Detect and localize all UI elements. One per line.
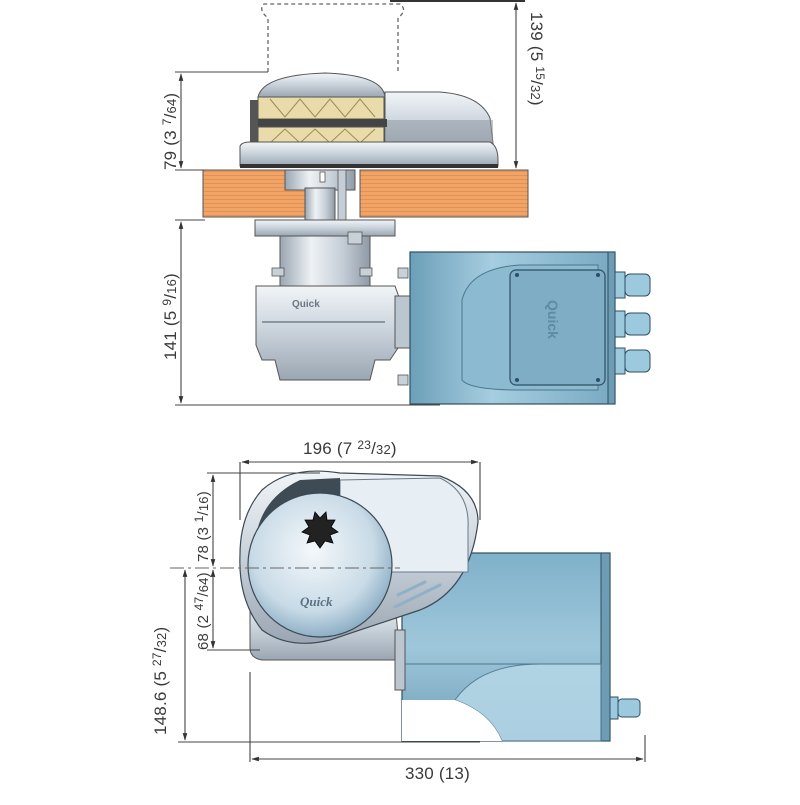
dim-value: 139 [527, 12, 546, 41]
dim-label-139: 139 (5 15/32) [527, 12, 547, 106]
dim-whole: 5 [151, 671, 170, 681]
quick-logo-drum: Quick [300, 594, 333, 609]
gypsy-divider [252, 119, 387, 127]
below-deck-flange [254, 219, 396, 237]
dim-whole: 7 [342, 439, 353, 458]
terminal-box [509, 269, 606, 386]
dim-value: 141 [161, 331, 180, 360]
dim-value: 68 [195, 632, 212, 650]
dim-label-79: 79 (3 7/64) [160, 92, 180, 170]
motor-bolts [397, 267, 409, 386]
dim-whole: 13 [444, 764, 465, 783]
dim-frac-den: 64 [164, 98, 179, 114]
top-cap [257, 72, 386, 98]
dim-value: 148.6 [151, 691, 170, 735]
quick-logo-gearbox: Quick [292, 299, 320, 310]
spline-socket-icon [301, 511, 339, 549]
dim-frac-num: 27 [150, 652, 164, 667]
gearbox [255, 285, 401, 381]
side-dimension-lines [175, 2, 519, 406]
quick-logo-motor: Quick [545, 300, 561, 339]
dim-frac-den: 16 [164, 278, 179, 294]
side-view: Quick Quick [175, 0, 651, 406]
base-plate [239, 141, 499, 167]
dim-whole: 3 [195, 526, 212, 536]
dim-whole: 5 [527, 51, 546, 62]
top-dimension-lines [178, 459, 646, 762]
dim-frac-num: 7 [160, 118, 174, 126]
top-drum [247, 492, 393, 638]
dim-frac-den: 32 [376, 442, 391, 457]
gypsy-teeth [269, 98, 376, 144]
dim-value: 79 [161, 150, 180, 170]
dim-frac-num: 47 [192, 596, 206, 611]
housing-ridges [393, 580, 442, 609]
dim-label-196: 196 (7 23/32) [303, 438, 397, 458]
top-cable-gland [609, 696, 641, 720]
dim-frac-num: 23 [357, 438, 372, 452]
dim-value: 196 [303, 439, 332, 458]
dim-whole: 5 [161, 310, 180, 321]
dim-label-148-6: 148.6 (5 27/32) [150, 626, 170, 735]
dim-whole: 3 [161, 130, 180, 140]
dim-frac-den: 32 [154, 632, 169, 648]
dim-frac-num: 1 [192, 515, 206, 523]
dim-label-141: 141 (5 9/16) [160, 273, 180, 360]
cable-glands [614, 271, 651, 375]
dim-label-330: 330 (13) [405, 764, 470, 783]
dim-frac-den: 32 [528, 85, 543, 100]
top-view: Quick [170, 459, 646, 762]
dim-frac-num: 15 [533, 66, 547, 81]
deck-right [359, 169, 529, 218]
dim-value: 330 [405, 764, 434, 783]
dim-label-68: 68 (2 47/64) [192, 572, 212, 650]
dim-frac-den: 64 [196, 577, 211, 593]
dim-frac-den: 16 [196, 496, 211, 512]
dim-label-78: 78 (3 1/16) [192, 491, 212, 562]
dim-frac-num: 9 [160, 298, 174, 306]
dim-whole: 2 [195, 614, 212, 624]
chain-pipe-outline [261, 3, 405, 72]
dim-value: 78 [195, 544, 212, 562]
